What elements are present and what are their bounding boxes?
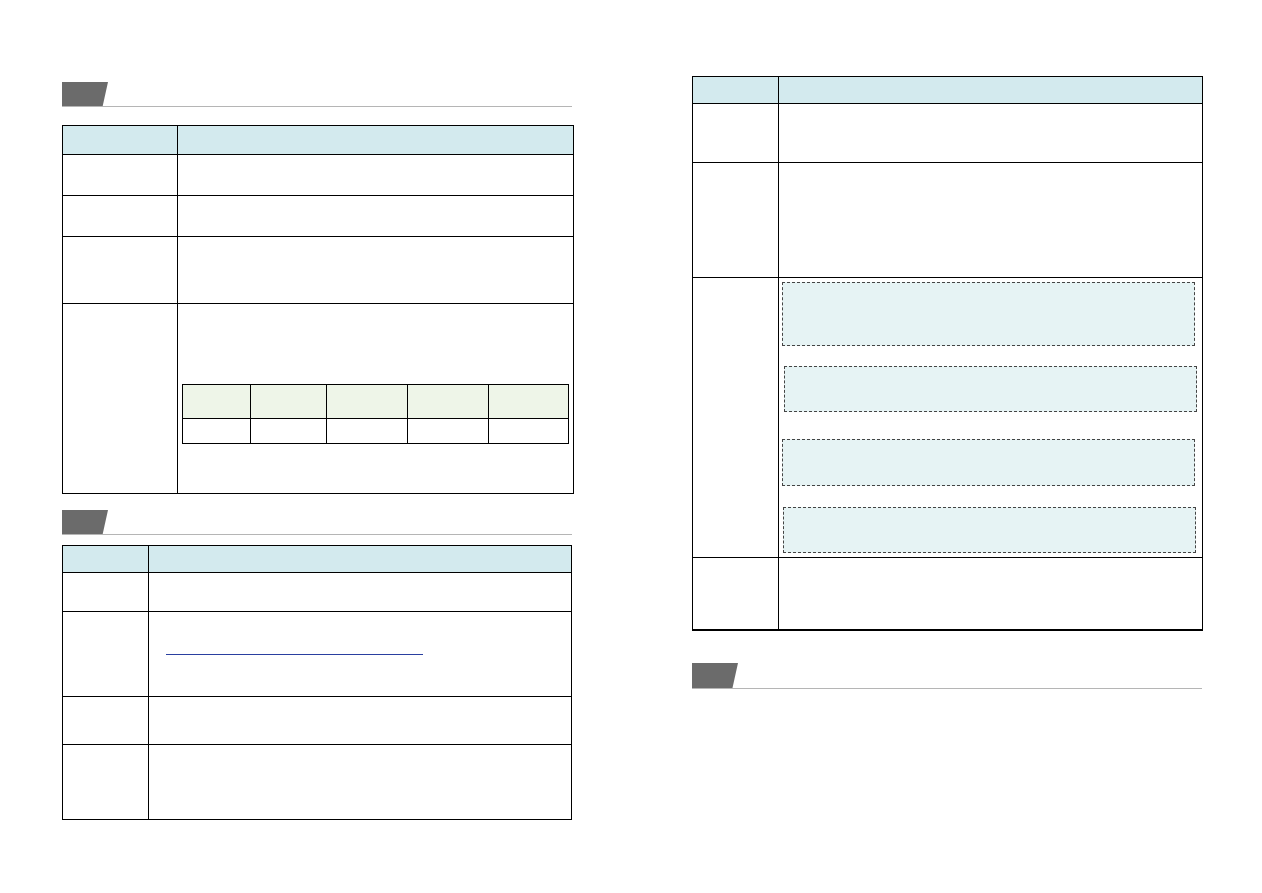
table-header-cell [177, 125, 574, 155]
table-header-cell [62, 545, 149, 573]
row-label [62, 696, 149, 745]
row-label [62, 195, 178, 237]
note-box [783, 507, 1196, 553]
row-label [692, 162, 779, 278]
row-label [62, 303, 178, 494]
row-content [148, 696, 572, 745]
table-header-row [62, 125, 574, 155]
row-content [177, 236, 574, 304]
table-header-cell [692, 76, 779, 104]
row-label [62, 611, 149, 697]
row-content [778, 103, 1203, 163]
note-box [782, 282, 1195, 346]
row-label [62, 572, 149, 612]
section-1-tab [62, 82, 108, 107]
row-label [62, 744, 149, 820]
hyperlink[interactable] [166, 654, 423, 655]
nested-table-cell [407, 418, 489, 444]
nested-table-header-row [182, 384, 569, 419]
table-row [692, 162, 1203, 278]
nested-table-header-cell [182, 384, 251, 419]
row-content [177, 195, 574, 237]
table-row [62, 696, 572, 745]
row-label [62, 236, 178, 304]
table-header-row [62, 545, 572, 573]
note-box [782, 439, 1195, 486]
nested-table-header-cell [407, 384, 489, 419]
table-bottom-rule [692, 629, 1202, 631]
section-2-table [62, 545, 572, 820]
table-row [62, 236, 574, 304]
table-row [692, 557, 1203, 631]
nested-table-cell [250, 418, 327, 444]
section-1-rule [62, 106, 572, 107]
table-row [62, 744, 572, 820]
row-content [177, 154, 574, 196]
nested-table-cell [326, 418, 408, 444]
nested-table-header-cell [250, 384, 327, 419]
row-label [692, 557, 779, 631]
note-box [784, 366, 1197, 412]
row-label [692, 103, 779, 163]
table-header-row [692, 76, 1203, 104]
row-label [692, 277, 779, 558]
section-2-tab [62, 510, 108, 535]
table-row [692, 103, 1203, 163]
nested-table [182, 384, 569, 444]
row-content [778, 162, 1203, 278]
row-content [778, 557, 1203, 631]
table-row [62, 154, 574, 196]
row-content [148, 572, 572, 612]
row-label [62, 154, 178, 196]
table-header-cell [148, 545, 572, 573]
nested-table-header-cell [326, 384, 408, 419]
section-2-rule [62, 534, 572, 535]
section-3-rule [692, 688, 1202, 689]
section-3-tab [692, 663, 738, 688]
nested-table-row [182, 418, 569, 444]
nested-table-cell [182, 418, 251, 444]
table-header-cell [778, 76, 1203, 104]
table-row [62, 195, 574, 237]
row-content [148, 744, 572, 820]
table-row [62, 572, 572, 612]
nested-table-header-cell [488, 384, 569, 419]
table-header-cell [62, 125, 178, 155]
nested-table-cell [488, 418, 569, 444]
